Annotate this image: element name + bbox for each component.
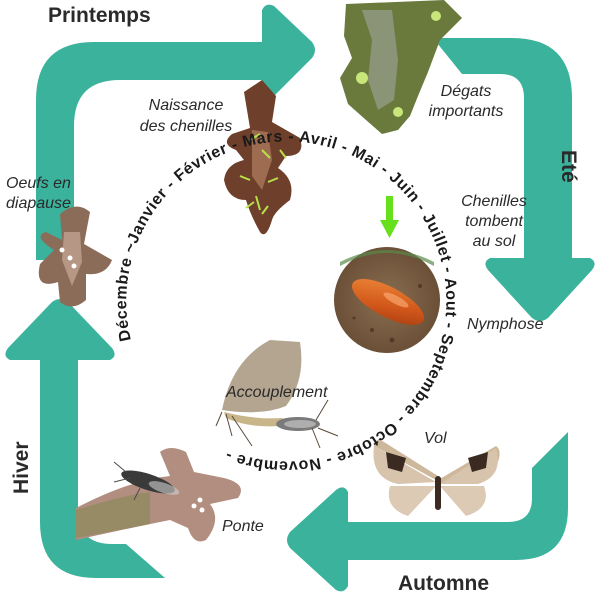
winter-arrow [5,299,165,578]
autumn-arrow [287,432,568,592]
stage-label-birth-2: des chenilles [140,118,233,135]
stage-label-eggs-2: diapause [6,195,71,212]
season-label-winter: Hiver [10,441,33,494]
mating-moths-image [215,340,339,449]
stage-label-mating: Accouplement [225,384,328,401]
bud-with-eggs-image [38,206,112,307]
season-label-summer: Eté [557,150,580,183]
stage-label-fall-2: tombent [465,213,523,230]
summer-arrow [433,38,595,321]
stage-label-fall-1: Chenilles [461,193,527,210]
egg-laying-twig-image [76,448,241,542]
green-down-arrow-icon [380,196,399,238]
flying-moth-image [373,439,500,516]
season-label-spring: Printemps [48,4,151,27]
season-label-autumn: Automne [398,572,489,595]
stage-label-fall-3: au sol [473,233,516,250]
stage-label-birth-1: Naissance [149,97,224,114]
stage-label-pupation: Nymphose [467,316,544,333]
bud-with-caterpillars-image [224,80,302,235]
stage-label-damage-2: importants [429,103,504,120]
damaged-leaf-image [340,0,462,134]
stage-label-eggs-1: Oeufs en [6,175,71,192]
spring-arrow [36,4,315,260]
stage-label-flight: Vol [424,430,447,447]
stage-label-damage-1: Dégats [441,83,492,100]
stage-label-laying: Ponte [222,518,264,535]
pupa-in-soil-image [334,247,440,353]
